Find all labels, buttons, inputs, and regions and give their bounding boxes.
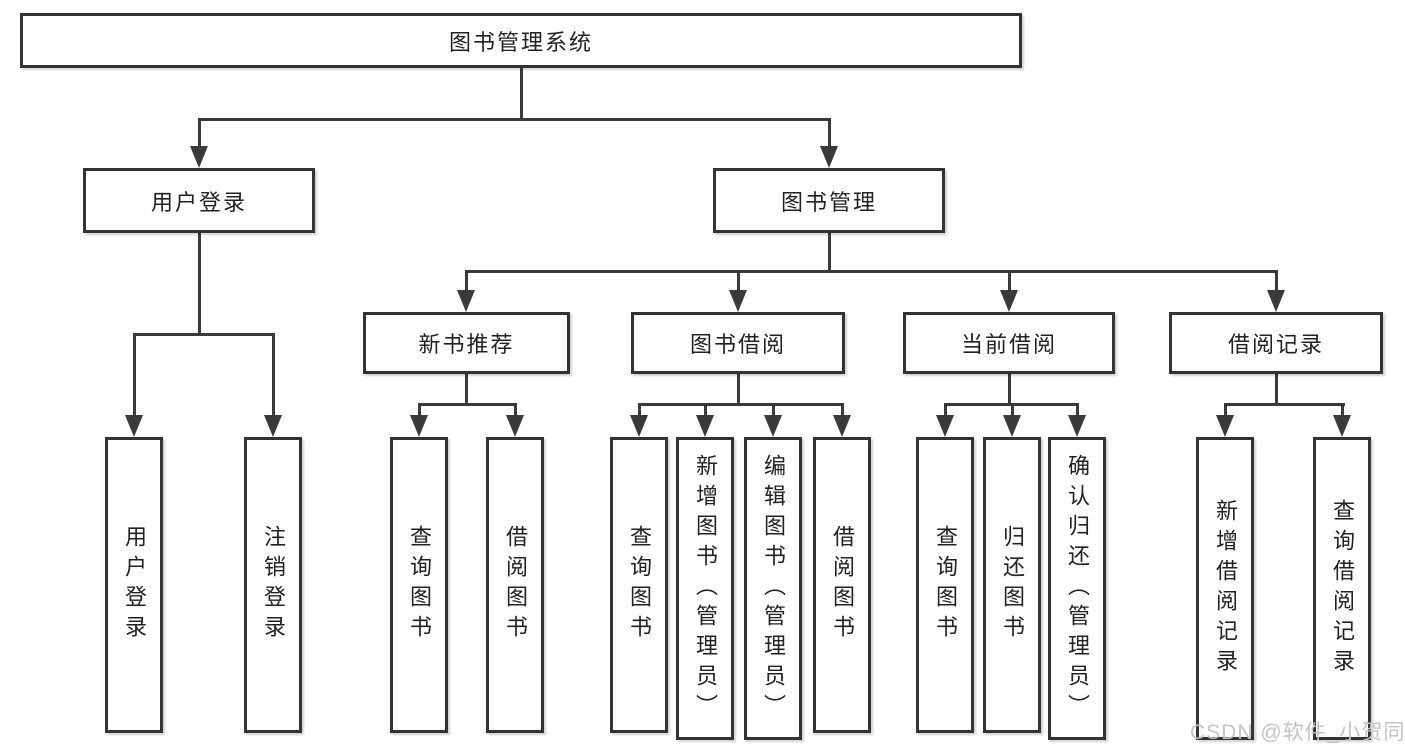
leaf-logout: 注销登录 [244,437,302,733]
arrow-down-icon [125,415,143,437]
connector-line [1224,403,1345,406]
connector-line [418,403,517,406]
node-current-borrowing: 当前借阅 [903,312,1115,374]
connector-line [520,68,523,120]
arrow-down-icon [1216,415,1234,437]
node-label: 图书管理系统 [448,29,593,55]
watermark: CSDN @软件_小贺同学 [1190,721,1405,744]
connector-line [514,405,517,417]
node-label: 注销登录 [261,525,286,645]
node-label: 借阅图书 [830,525,855,645]
arrow-down-icon [820,146,838,168]
node-label: 借阅记录 [1227,332,1324,357]
node-library-management-system: 图书管理系统 [20,13,1022,68]
leaf-add-book-admin: 新增图书（管理员） [676,437,734,740]
connector-line [828,120,831,148]
arrow-down-icon [190,146,208,168]
connector-line [944,405,947,417]
connector-line [828,233,831,272]
leaf-query-books-recommend: 查询图书 [390,437,448,733]
connector-line [133,333,275,336]
node-label: 查询图书 [933,525,958,645]
arrow-down-icon [630,415,648,437]
arrow-down-icon [729,290,747,312]
connector-line [1008,374,1011,405]
connector-line [198,118,831,121]
arrow-down-icon [264,415,282,437]
connector-line [272,335,275,415]
arrow-down-icon [833,415,851,437]
connector-line [1008,272,1011,290]
node-borrowing-records: 借阅记录 [1169,312,1383,374]
connector-line [418,405,421,417]
leaf-confirm-return-admin: 确认归还（管理员） [1048,437,1106,740]
arrow-down-icon [1333,415,1351,437]
node-label: 用户登录 [122,525,147,645]
connector-line [1275,374,1278,405]
node-label: 图书借阅 [689,332,786,357]
connector-line [198,233,201,335]
leaf-return-book: 归还图书 [983,437,1041,733]
connector-line [465,270,1278,273]
connector-line [737,272,740,290]
arrow-down-icon [936,415,954,437]
leaf-query-books-borrowing: 查询图书 [610,437,668,733]
arrow-down-icon [1267,290,1285,312]
connector-line [704,405,707,417]
leaf-edit-book-admin: 编辑图书（管理员） [744,437,802,740]
connector-line [465,272,468,290]
arrow-down-icon [1068,415,1086,437]
node-new-book-recommend: 新书推荐 [363,312,570,374]
node-label: 查询图书 [407,525,432,645]
node-label: 编辑图书（管理员） [761,453,786,724]
connector-line [1076,405,1079,417]
node-label: 图书管理 [780,189,877,215]
node-book-borrowing: 图书借阅 [631,312,845,374]
connector-line [638,403,844,406]
node-label: 归还图书 [1000,525,1025,645]
connector-line [772,405,775,417]
connector-line [133,335,136,415]
node-label: 确认归还（管理员） [1065,453,1090,724]
arrow-down-icon [764,415,782,437]
node-label: 用户登录 [150,189,247,215]
connector-line [944,403,1079,406]
connector-line [841,405,844,417]
leaf-add-borrow-record: 新增借阅记录 [1196,437,1254,740]
connector-line [737,374,740,405]
arrow-down-icon [1003,415,1021,437]
leaf-query-borrow-record: 查询借阅记录 [1313,437,1371,740]
node-label: 新书推荐 [418,332,515,357]
connector-line [465,374,468,405]
connector-line [1011,405,1014,417]
node-label: 当前借阅 [960,332,1057,357]
connector-line [1341,405,1344,417]
leaf-borrow-books-borrowing: 借阅图书 [813,437,871,733]
connector-line [198,120,201,148]
arrow-down-icon [1000,290,1018,312]
arrow-down-icon [506,415,524,437]
leaf-borrow-books-recommend: 借阅图书 [486,437,544,733]
node-label: 新增借阅记录 [1213,498,1238,679]
arrow-down-icon [457,290,475,312]
connector-line [1224,405,1227,417]
node-label: 查询借阅记录 [1330,498,1355,679]
connector-line [638,405,641,417]
node-label: 查询图书 [627,525,652,645]
node-label: 新增图书（管理员） [693,453,718,724]
arrow-down-icon [696,415,714,437]
node-user-login: 用户登录 [83,168,315,233]
arrow-down-icon [410,415,428,437]
node-label: 借阅图书 [503,525,528,645]
connector-line [1275,272,1278,290]
leaf-user-login: 用户登录 [105,437,163,733]
leaf-query-books-current: 查询图书 [916,437,974,733]
node-book-management: 图书管理 [713,168,945,233]
